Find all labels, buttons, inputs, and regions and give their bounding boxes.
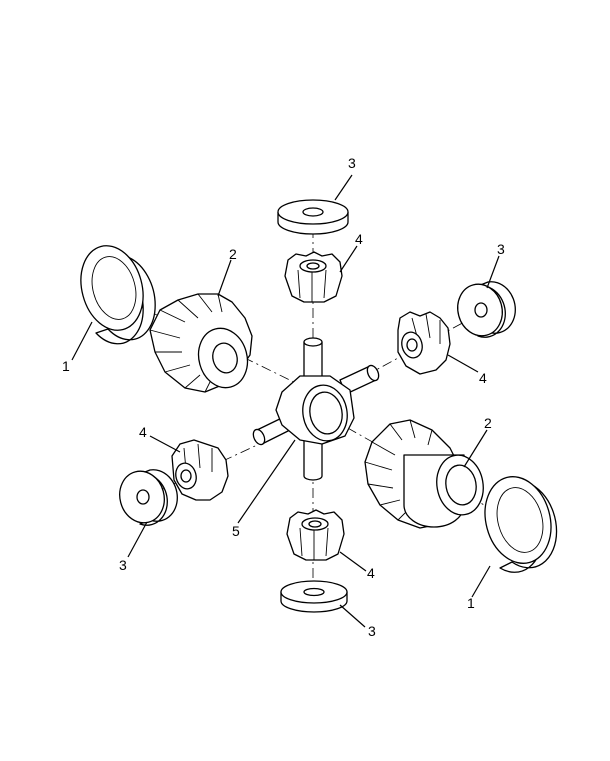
pinion-gear-top bbox=[284, 251, 343, 303]
callout-4-bottom: 4 bbox=[367, 565, 375, 581]
thrust-washer-right bbox=[457, 281, 516, 338]
callout-3-bottom: 3 bbox=[368, 623, 376, 639]
callout-1-right: 1 bbox=[467, 595, 475, 611]
callout-2-right: 2 bbox=[484, 415, 492, 431]
pinion-gear-right bbox=[397, 311, 451, 375]
side-gear-washer-left bbox=[80, 245, 156, 345]
callout-3-left: 3 bbox=[119, 557, 127, 573]
callout-1-left: 1 bbox=[62, 358, 70, 374]
side-gear-washer-right bbox=[484, 476, 558, 573]
callout-2-left: 2 bbox=[229, 246, 237, 262]
callout-3-top: 3 bbox=[348, 155, 356, 171]
leader-lines bbox=[71, 174, 500, 628]
callout-4-left: 4 bbox=[139, 424, 147, 440]
side-gear-left bbox=[149, 293, 253, 393]
callout-4-right: 4 bbox=[479, 370, 487, 386]
differential-spider bbox=[252, 337, 380, 481]
thrust-washer-bottom bbox=[280, 580, 348, 613]
callout-5: 5 bbox=[232, 523, 240, 539]
thrust-washer-left bbox=[119, 469, 178, 526]
callout-labels: 3 4 2 3 1 4 4 2 5 3 4 1 3 bbox=[62, 155, 505, 639]
side-gear-right bbox=[364, 419, 484, 529]
pinion-gear-left bbox=[171, 439, 229, 501]
thrust-washer-top bbox=[277, 199, 349, 235]
pinion-gear-bottom bbox=[286, 509, 345, 561]
callout-3-right: 3 bbox=[497, 241, 505, 257]
callout-4-top: 4 bbox=[355, 231, 363, 247]
